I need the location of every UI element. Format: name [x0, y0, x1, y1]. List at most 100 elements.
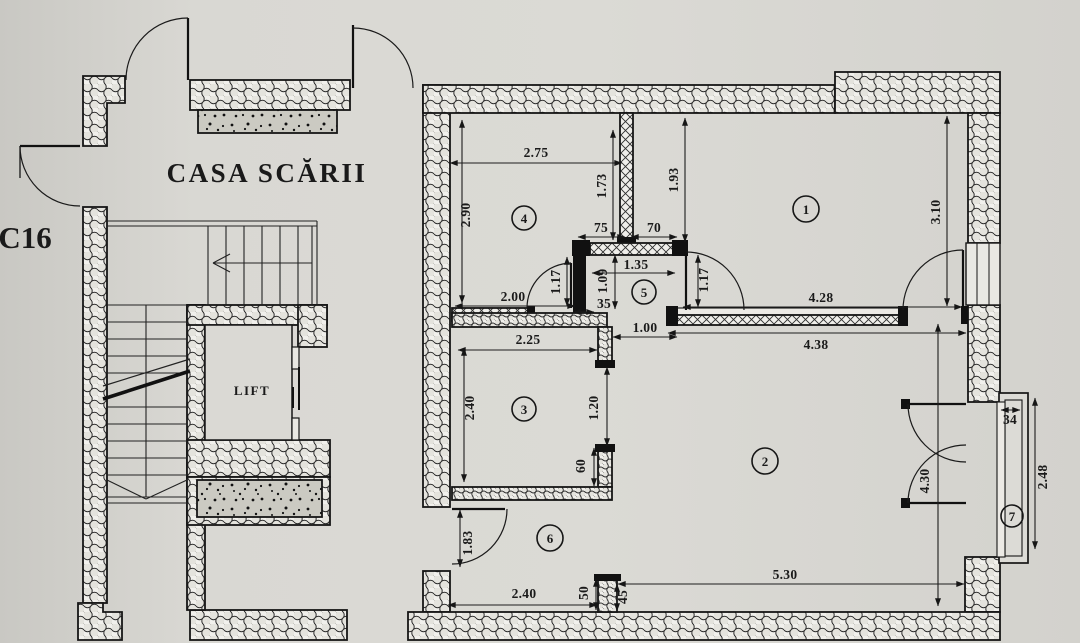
dimension-labels: 2.75 2.90 1.73 1.93 3.10 75 70 1.35 1.09…: [458, 145, 1050, 604]
wall-apartment-top: [422, 84, 836, 114]
wall-jamb: [672, 240, 688, 256]
wall-room3-bottom: [451, 486, 613, 501]
wall-jamb: [572, 240, 590, 256]
dim-door4: 1.17: [548, 270, 563, 295]
door-swing-arc: [685, 251, 745, 311]
dim-corridor-bottom: 4.38: [804, 337, 829, 352]
wall-end-cap: [898, 306, 908, 326]
door-swing-arc: [907, 403, 967, 463]
wall-hall5-left: [573, 254, 586, 320]
wall-lift-right-corner: [297, 304, 328, 348]
dim-room3-right-opening: 1.20: [586, 396, 601, 421]
wall-apartment-right-upper: [967, 112, 1001, 244]
wall-room3-right-lower: [597, 446, 613, 488]
dim-balcony-length: 2.48: [1035, 465, 1050, 490]
dim-room1-right: 3.10: [928, 200, 943, 225]
wall-room3-top: [451, 312, 608, 328]
dim-room4-bottom: 2.00: [501, 289, 526, 304]
dim-room3-right-stub: 60: [573, 459, 588, 473]
dim-room2-bottom: 5.30: [773, 567, 798, 582]
wall-apartment-right-mid: [967, 304, 1001, 403]
stair-break-line: [102, 369, 191, 401]
wall-end-cap: [595, 360, 615, 368]
dim-hall-left: 1.09: [595, 269, 610, 294]
dim-passage: 1.00: [633, 320, 658, 335]
dim-room2-right: 4.30: [917, 469, 932, 494]
dim-room4-right: 1.73: [594, 174, 609, 199]
window-room1: [965, 242, 1001, 306]
room-number-3: 3: [521, 402, 528, 417]
dim-room1-left: 1.93: [666, 168, 681, 193]
room-number-1: 1: [803, 202, 810, 217]
room-circle-5: [631, 279, 657, 305]
dim-stub-left: 75: [594, 220, 608, 235]
room-number-7: 7: [1009, 509, 1016, 524]
wall-apartment-right-lower: [964, 556, 1001, 613]
dim-jamb: 35: [597, 296, 611, 311]
interior-doors: [451, 249, 967, 565]
dim-corridor-top: 4.28: [809, 290, 834, 305]
wall-corridor: [671, 314, 906, 326]
balcony-threshold: [996, 401, 1006, 558]
room-circle-1: [792, 195, 820, 223]
wall-stair-top-left: [82, 75, 126, 147]
room-numbers: [511, 195, 1024, 552]
dim-pier-width: 45: [615, 590, 630, 604]
wall-stair-left: [82, 206, 108, 604]
building-entry-doors: [19, 17, 414, 207]
block-label: C16: [0, 220, 52, 255]
dimension-lines: [447, 115, 1038, 612]
dim-entry-door: 1.83: [460, 531, 475, 556]
dim-room4-left: 2.90: [458, 203, 473, 228]
wall-end-cap: [595, 444, 615, 452]
wall-end-cap: [666, 306, 678, 326]
lift-shaft: [204, 324, 293, 441]
dim-pier-height: 50: [576, 586, 591, 600]
dim-hall-top: 1.35: [624, 257, 649, 272]
wall-apartment-left-lower: [422, 570, 451, 613]
lift-label: LIFT: [234, 383, 270, 398]
concrete-strip-lift: [196, 479, 323, 518]
room-number-2: 2: [762, 454, 769, 469]
wall-room4-right: [619, 112, 634, 244]
room-circle-7: [1000, 504, 1024, 528]
pier-cap: [594, 574, 621, 581]
door-hinge-block: [961, 306, 968, 324]
dim-room4-top: 2.75: [524, 145, 549, 160]
wall-apartment-left-upper: [422, 84, 451, 508]
dim-room3-top: 2.25: [516, 332, 541, 347]
room-circle-4: [511, 205, 537, 231]
wall-stair-bottom: [189, 609, 348, 641]
room-circle-6: [536, 524, 564, 552]
stairs-lower-flight: [102, 304, 191, 504]
wall-corridor-band: [671, 307, 906, 316]
wall-stair-foot: [77, 602, 123, 641]
wall-stair-top: [189, 79, 351, 111]
dim-balcony-depth: 34: [1003, 412, 1017, 427]
wall-lift-bottom: [186, 439, 331, 478]
door-swing-arc: [526, 262, 572, 309]
dim-stub-right: 70: [647, 220, 661, 235]
door-swing-arc: [19, 145, 81, 207]
door-swing-arc: [125, 17, 189, 81]
stairs-upper-flight: [107, 220, 318, 305]
wall-apartment-top-right: [834, 71, 1001, 114]
staircase-title: CASA SCĂRII: [167, 158, 368, 188]
wall-apartment-bottom: [407, 611, 1001, 641]
lift-jamb-top: [291, 346, 300, 370]
door-swing-arc: [902, 249, 964, 311]
room-number-5: 5: [641, 285, 648, 300]
door-swing-arc: [352, 27, 414, 89]
dim-door5: 1.17: [696, 268, 711, 293]
room-number-4: 4: [521, 211, 528, 226]
room-number-labels: 1 2 3 4 5 6 7: [521, 202, 1016, 546]
wall-end-cap: [617, 237, 636, 245]
stair-break-line-thin: [102, 358, 191, 387]
room-circle-3: [511, 396, 537, 422]
wall-hall5-top: [589, 242, 677, 256]
balcony: [996, 392, 1029, 564]
dim-room6-bottom: 2.40: [512, 586, 537, 601]
dim-room3-left: 2.40: [462, 396, 477, 421]
